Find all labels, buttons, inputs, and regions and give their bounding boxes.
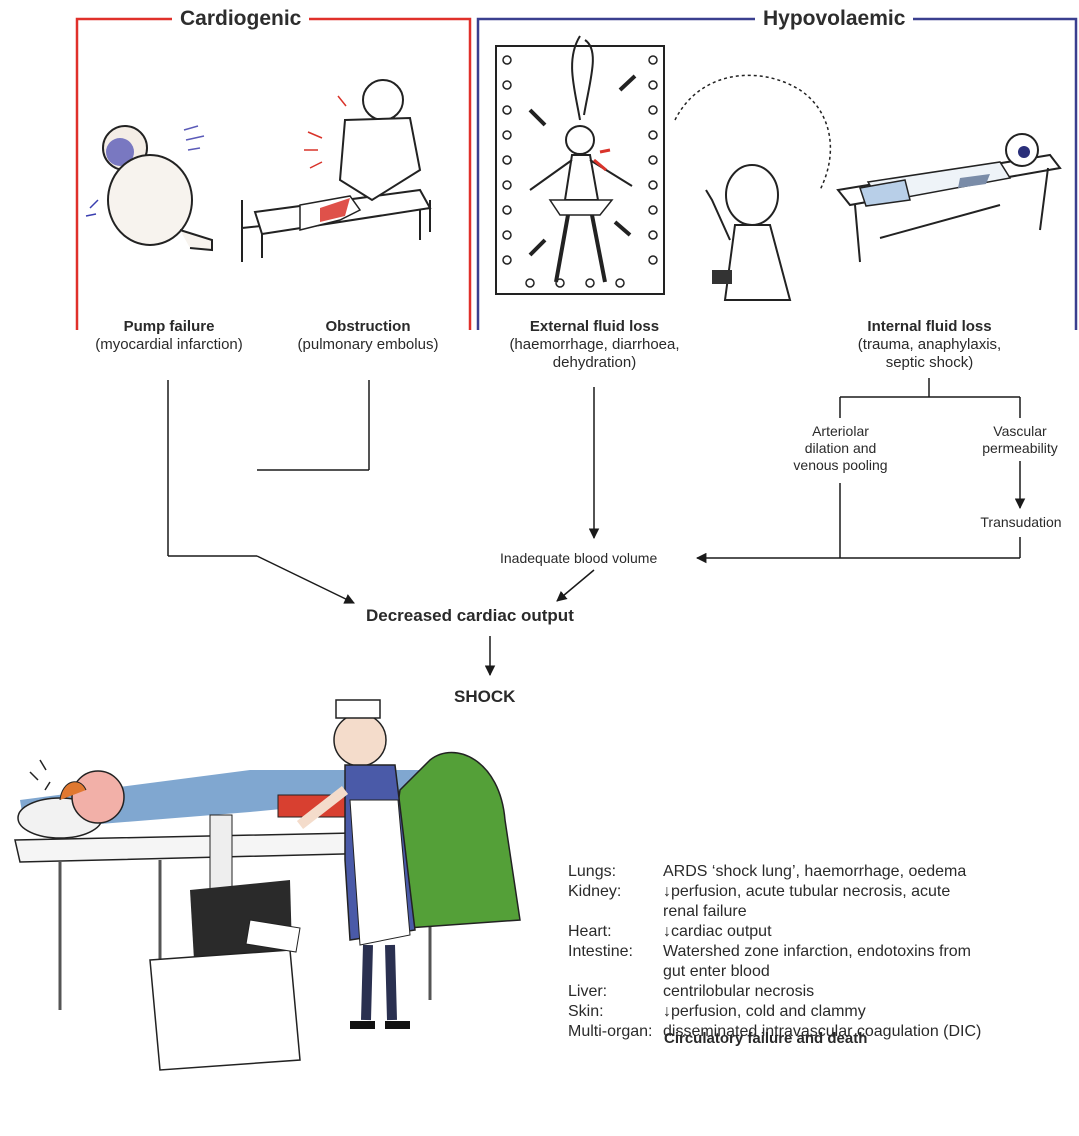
- organ-row-heart: Heart: ↓cardiac output: [568, 922, 1079, 942]
- outcome-label: Circulatory failure and death: [664, 1030, 868, 1047]
- organ-effect: gut enter blood: [663, 963, 770, 980]
- pump-failure-illustration: [85, 125, 213, 252]
- obstruction-title: Obstruction: [325, 318, 411, 335]
- external-fluid-loss-title: External fluid loss: [529, 318, 660, 335]
- vascular-permeability-label: Vascular permeability: [962, 423, 1078, 457]
- obstruction-illustration: [241, 79, 432, 262]
- organ-name: Lungs:: [568, 863, 617, 880]
- arteriolar-dilation-label: Arteriolar dilation and venous pooling: [778, 423, 903, 473]
- organ-name: Kidney:: [568, 883, 622, 900]
- organ-row-lungs: Lungs: ARDS ‘shock lung’, haemorrhage, o…: [568, 862, 1079, 882]
- internal-fluid-loss-label: Internal fluid loss (trauma, anaphylaxis…: [842, 318, 1017, 372]
- organ-effect: ↓perfusion, acute tubular necrosis, acut…: [663, 883, 951, 900]
- organ-effect: ↓perfusion, cold and clammy: [663, 1003, 866, 1020]
- organ-effect: ARDS ‘shock lung’, haemorrhage, oedema: [663, 863, 967, 880]
- cardiogenic-header: Cardiogenic: [172, 6, 310, 32]
- inadequate-blood-volume-label: Inadequate blood volume: [500, 550, 658, 566]
- external-fluid-loss-illustration: [495, 35, 665, 295]
- organ-effect: renal failure: [663, 903, 747, 920]
- hypovolaemic-header: Hypovolaemic: [755, 6, 914, 32]
- arteriolar-line-3: venous pooling: [793, 456, 888, 473]
- organ-name: Skin:: [568, 1003, 604, 1020]
- vascular-line-2: permeability: [982, 439, 1058, 456]
- internal-fluid-loss-title: Internal fluid loss: [867, 318, 992, 335]
- organ-name: Heart:: [568, 923, 612, 940]
- organ-name: Liver:: [568, 983, 608, 1000]
- shock-label: SHOCK: [454, 687, 516, 706]
- organ-row-skin: Skin: ↓perfusion, cold and clammy: [568, 1002, 1079, 1022]
- pump-failure-label: Pump failure (myocardial infarction): [80, 318, 258, 354]
- obstruction-label: Obstruction (pulmonary embolus): [283, 318, 453, 354]
- organ-row-multi-organ: Multi-organ: disseminated intravascular …: [568, 1022, 1079, 1042]
- pump-failure-title: Pump failure: [123, 318, 215, 335]
- arteriolar-line-1: Arteriolar: [812, 423, 869, 439]
- transudation-label: Transudation: [980, 514, 1062, 530]
- organ-row-kidney: Kidney: ↓perfusion, acute tubular necros…: [568, 882, 1079, 922]
- flow-lines: [167, 378, 1026, 677]
- pump-failure-detail: (myocardial infarction): [95, 336, 243, 353]
- arteriolar-line-2: dilation and: [804, 439, 877, 456]
- organ-effect: disseminated intravascular coagulation (…: [663, 1023, 982, 1040]
- organ-effect: ↓cardiac output: [663, 923, 772, 940]
- obstruction-detail: (pulmonary embolus): [297, 336, 439, 353]
- decreased-cardiac-output-label: Decreased cardiac output: [366, 606, 574, 625]
- organ-effect: Watershed zone infarction, endotoxins fr…: [663, 943, 972, 960]
- organ-effects-list: Lungs: ARDS ‘shock lung’, haemorrhage, o…: [568, 862, 1079, 1042]
- vascular-line-1: Vascular: [993, 423, 1047, 439]
- internal-fluid-loss-detail-1: (trauma, anaphylaxis,: [857, 336, 1002, 353]
- external-fluid-loss-label: External fluid loss (haemorrhage, diarrh…: [497, 318, 692, 372]
- organ-effect: centrilobular necrosis: [663, 983, 815, 1000]
- organ-row-intestine: Intestine: Watershed zone infarction, en…: [568, 942, 1079, 982]
- nurse-patient-illustration: [14, 699, 521, 1071]
- organ-name: Intestine:: [568, 943, 633, 960]
- onlooker-illustration: [674, 74, 832, 301]
- organ-row-liver: Liver: centrilobular necrosis: [568, 982, 1079, 1002]
- internal-fluid-loss-detail-2: septic shock): [885, 354, 974, 371]
- external-fluid-loss-detail-1: (haemorrhage, diarrhoea,: [509, 336, 680, 353]
- organ-name: Multi-organ:: [568, 1023, 653, 1040]
- internal-fluid-loss-illustration: [836, 133, 1062, 263]
- external-fluid-loss-detail-2: dehydration): [552, 354, 637, 371]
